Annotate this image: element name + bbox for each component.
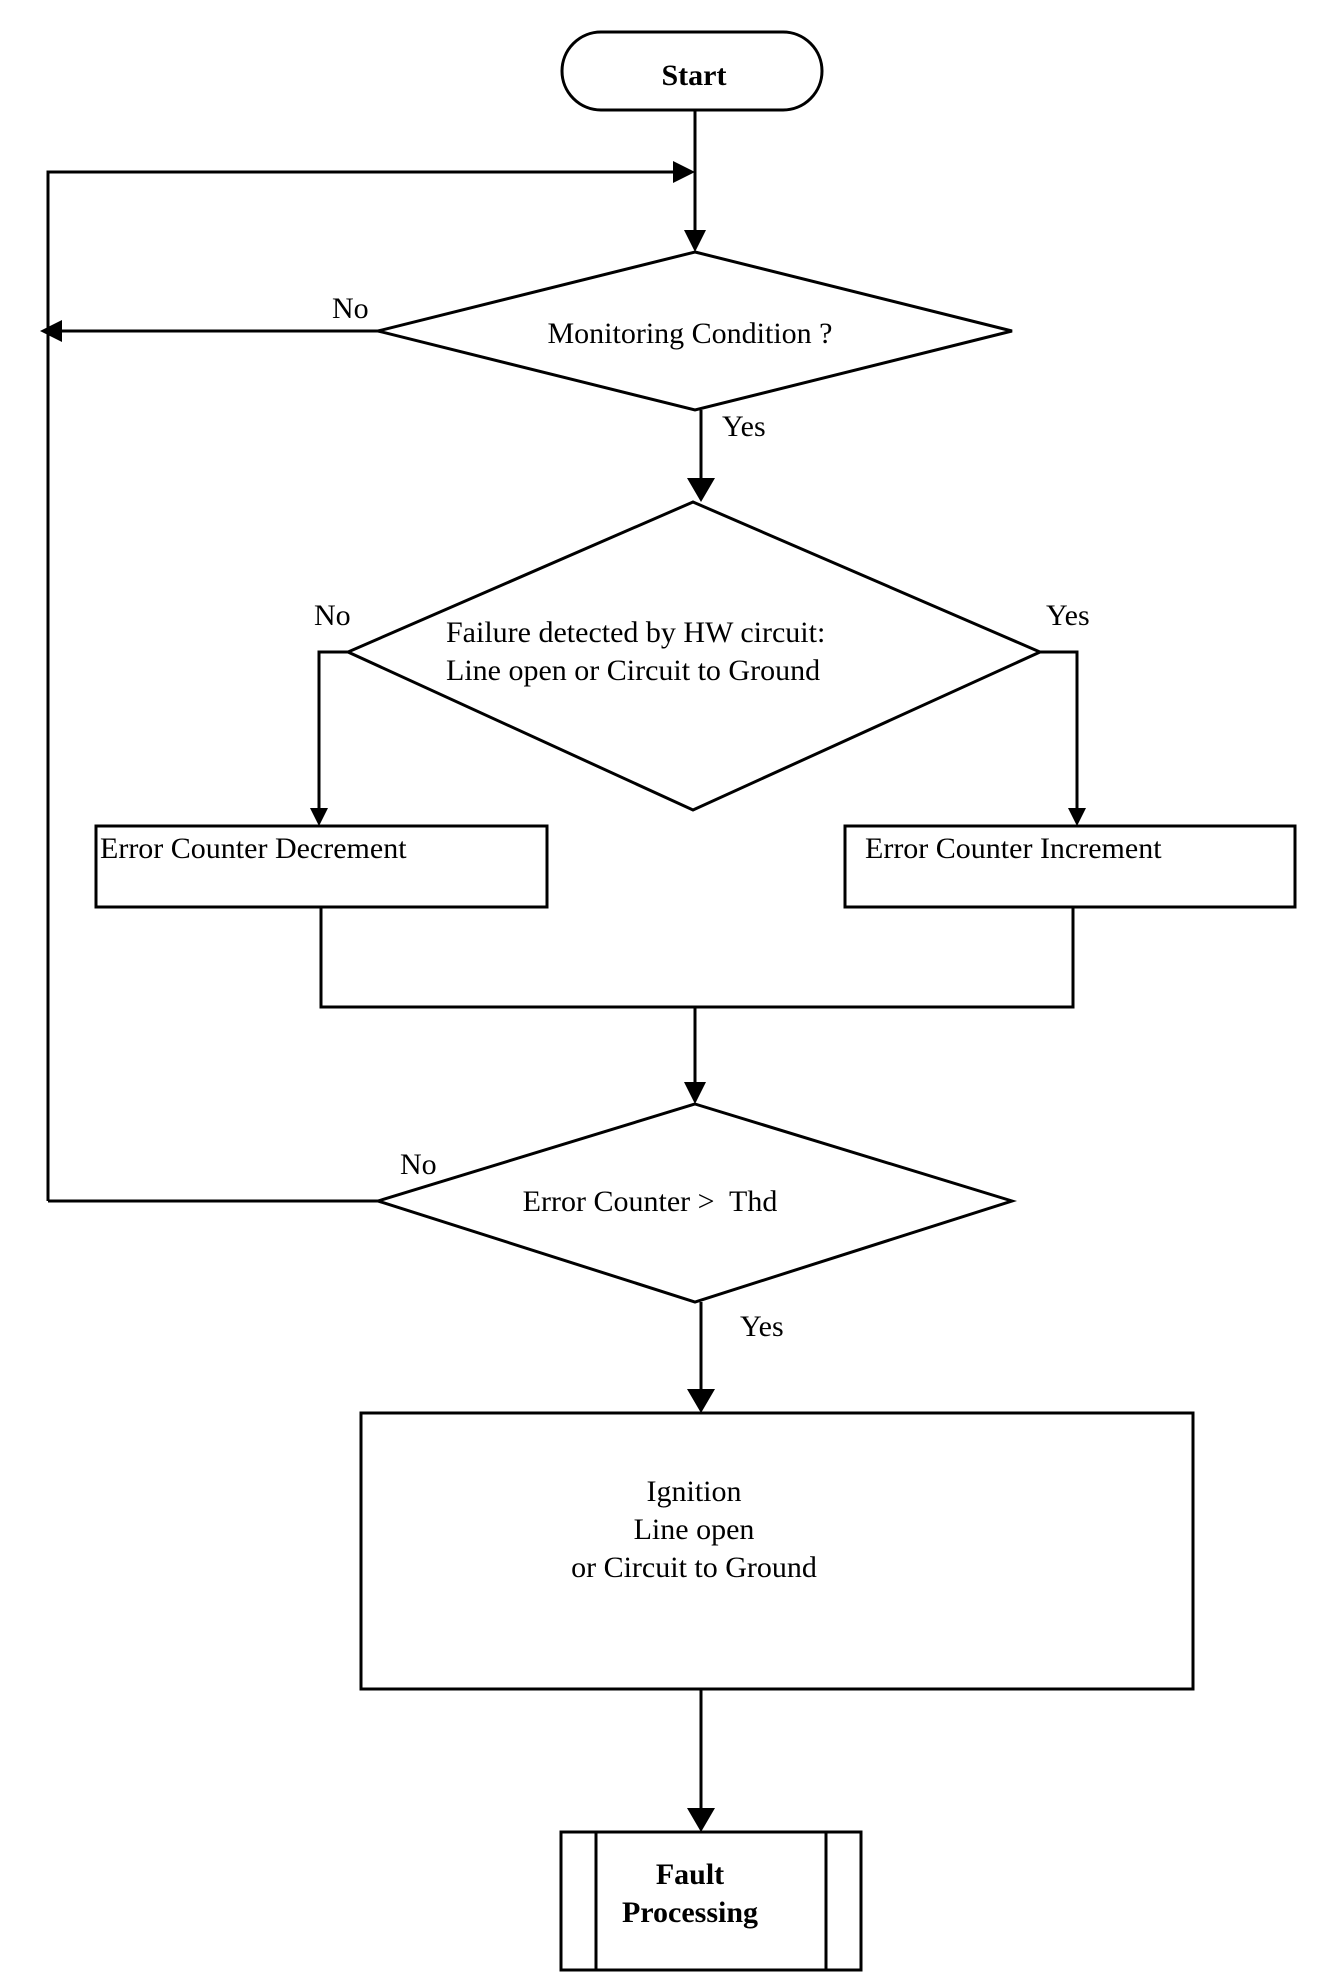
error-counter-decrement-box — [94, 824, 549, 909]
threshold-yes-label: Yes — [740, 1310, 784, 1343]
arrowhead-failure — [687, 478, 715, 502]
failure-yes-label: Yes — [1046, 599, 1090, 632]
ignition-fault-box — [359, 1411, 1195, 1691]
ignition-label-line2: Line open — [634, 1513, 755, 1546]
fault-processing-label-line2: Processing — [622, 1896, 758, 1929]
fault-processing-box — [559, 1830, 863, 1972]
arrowhead-decrement — [310, 808, 328, 826]
failure-detected-label-line2: Line open or Circuit to Ground — [446, 654, 820, 687]
monitoring-yes-label: Yes — [722, 410, 766, 443]
failure-detected-label-line1: Failure detected by HW circuit: — [446, 616, 825, 649]
failure-no-label: No — [314, 599, 351, 632]
arrowhead-loop-back — [673, 161, 695, 183]
start-label: Start — [662, 59, 727, 92]
fault-processing-label-line1: Fault — [656, 1858, 724, 1891]
monitoring-condition-label: Monitoring Condition ? — [548, 317, 833, 350]
connector-failure-yes — [1040, 650, 1079, 810]
arrowhead-ignition — [687, 1389, 715, 1413]
monitoring-condition-decision — [377, 250, 1013, 412]
start-terminal — [560, 30, 824, 112]
error-counter-increment-label: Error Counter Increment — [865, 832, 1162, 865]
threshold-no-label: No — [400, 1148, 437, 1181]
error-counter-threshold-decision — [372, 1102, 1018, 1304]
ignition-label-line3: or Circuit to Ground — [571, 1551, 817, 1584]
error-counter-increment-box — [843, 824, 1297, 909]
arrowhead-monitoring — [684, 230, 706, 252]
error-counter-decrement-label: Error Counter Decrement — [100, 832, 407, 865]
arrowhead-monitoring-no — [40, 320, 62, 342]
ignition-label-line1: Ignition — [647, 1475, 742, 1508]
arrowhead-increment — [1068, 808, 1086, 826]
failure-detected-decision — [344, 500, 1044, 812]
error-counter-threshold-label: Error Counter > Thd — [523, 1185, 778, 1218]
connector-loop-back — [46, 170, 675, 1201]
arrowhead-threshold — [684, 1082, 706, 1104]
monitoring-no-label: No — [332, 292, 369, 325]
connector-merge — [319, 907, 1075, 1009]
connector-failure-no — [317, 650, 348, 810]
arrowhead-fault — [687, 1808, 715, 1832]
